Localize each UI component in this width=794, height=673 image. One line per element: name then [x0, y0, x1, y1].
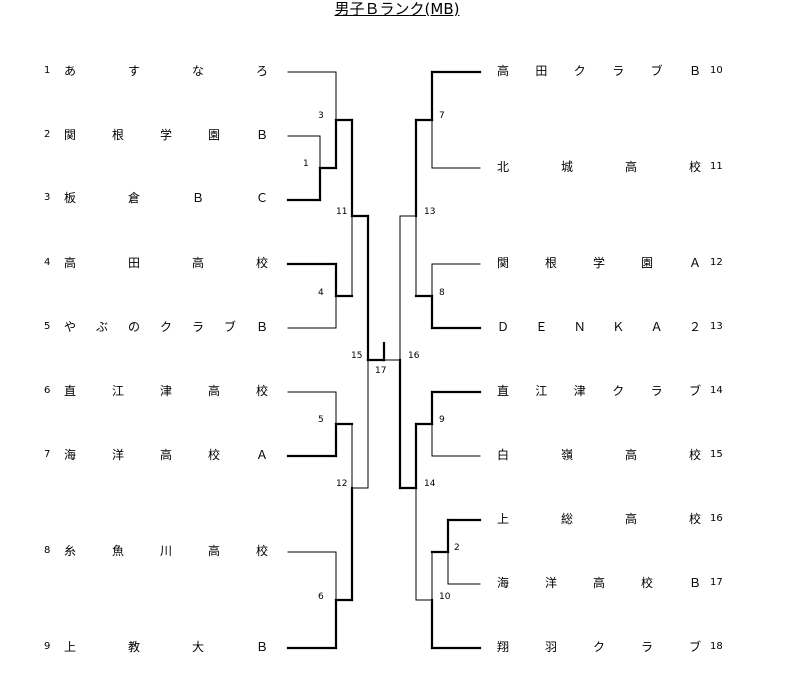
team-name: 高田クラブＢ: [497, 64, 701, 78]
team-name: 上教大Ｂ: [64, 640, 268, 654]
team-name: やぶのクラブＢ: [64, 320, 268, 334]
team-name: 海洋高校Ｂ: [497, 576, 701, 590]
team-number: 11: [710, 161, 723, 172]
team-number: 3: [44, 192, 51, 203]
match-number: 9: [439, 415, 445, 425]
match-number: 12: [336, 479, 348, 489]
match-number: 4: [318, 288, 324, 298]
match-number: 5: [318, 415, 324, 425]
match-number: 13: [424, 207, 436, 217]
team-name: ＤＥＮＫＡ２: [497, 320, 701, 334]
team-number: 17: [710, 577, 723, 588]
match-number: 6: [318, 592, 324, 602]
match-number: 8: [439, 288, 445, 298]
match-number: 14: [424, 479, 436, 489]
team-name: 翔羽クラブ: [497, 640, 701, 654]
team-number: 7: [44, 449, 51, 460]
match-number: 3: [318, 111, 324, 121]
team-number: 15: [710, 449, 723, 460]
team-name: 北城高校: [497, 160, 701, 174]
team-number: 1: [44, 65, 51, 76]
team-name: あすなろ: [64, 64, 268, 78]
team-number: 8: [44, 545, 51, 556]
team-name: 高田高校: [64, 256, 268, 270]
team-number: 10: [710, 65, 723, 76]
page-title: 男子Ｂランク(MB): [334, 0, 460, 18]
team-name: 海洋高校Ａ: [64, 448, 268, 462]
team-name: 関根学園Ｂ: [64, 128, 268, 142]
team-name: 直江津クラブ: [497, 384, 701, 398]
match-number: 15: [351, 351, 363, 361]
team-name: 上総高校: [497, 512, 701, 526]
team-name: 板倉ＢＣ: [64, 191, 268, 205]
match-number: 17: [375, 366, 387, 376]
team-number: 13: [710, 321, 723, 332]
team-name: 関根学園Ａ: [497, 256, 701, 270]
team-number: 9: [44, 641, 51, 652]
team-number: 12: [710, 257, 723, 268]
team-number: 18: [710, 641, 723, 652]
team-name: 糸魚川高校: [64, 544, 268, 558]
match-number: 10: [439, 592, 451, 602]
match-number: 2: [454, 543, 460, 553]
team-name: 白嶺高校: [497, 448, 701, 462]
team-number: 14: [710, 385, 723, 396]
team-name: 直江津高校: [64, 384, 268, 398]
team-number: 16: [710, 513, 723, 524]
match-number: 16: [408, 351, 420, 361]
match-number: 7: [439, 111, 445, 121]
match-number: 1: [303, 159, 309, 169]
team-number: 6: [44, 385, 51, 396]
team-number: 2: [44, 129, 51, 140]
team-number: 4: [44, 257, 51, 268]
match-number: 11: [336, 207, 348, 217]
team-number: 5: [44, 321, 51, 332]
